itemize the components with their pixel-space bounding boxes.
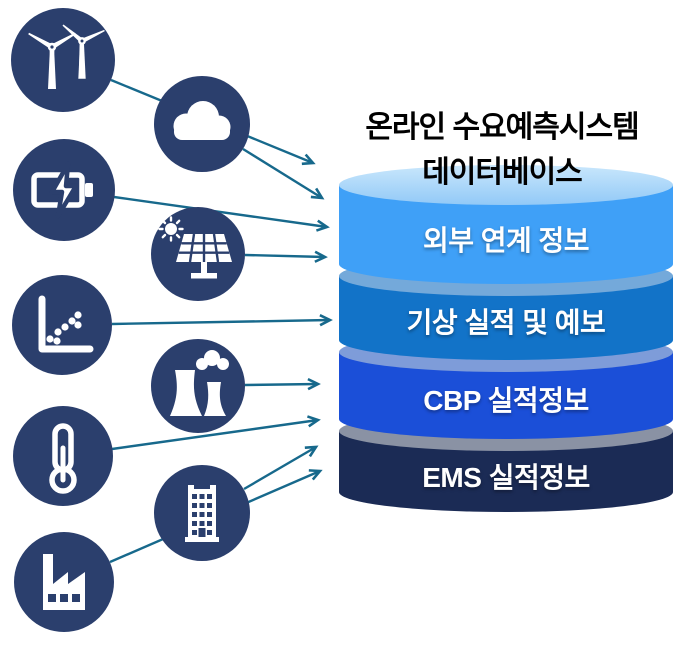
solar-panel-icon (158, 216, 232, 279)
arrow-scatter-to-db (111, 314, 333, 327)
arrow-building-to-db (243, 445, 319, 491)
source-thermometer (13, 406, 113, 506)
source-cloud (154, 76, 250, 172)
power-plant-cooling-tower-icon (170, 350, 229, 416)
database-cylinder (339, 165, 673, 512)
source-wind-turbines (11, 8, 115, 112)
arrow-solar-to-db (244, 250, 328, 263)
source-factory (14, 532, 114, 632)
source-scatter-chart (12, 275, 112, 375)
db-layer-external (339, 165, 673, 284)
factory-icon (43, 554, 85, 610)
wind-turbines-icon (28, 24, 105, 89)
db-top-ellipse (339, 165, 673, 205)
arrow-cloud-to-db (242, 147, 325, 200)
office-building-icon (185, 485, 219, 542)
source-power-plant (151, 339, 245, 433)
arrow-plant-to-db (244, 377, 321, 391)
battery-charging-icon (31, 161, 93, 219)
arrow-thermometer-to-db (111, 415, 321, 451)
arrow-battery-to-db (113, 195, 330, 232)
scatter-chart-icon (38, 295, 94, 353)
source-battery-charging (13, 139, 115, 241)
source-solar-panel (151, 207, 245, 301)
thermometer-icon (49, 423, 77, 494)
source-office-building (154, 465, 250, 561)
cloud-icon (173, 101, 231, 140)
